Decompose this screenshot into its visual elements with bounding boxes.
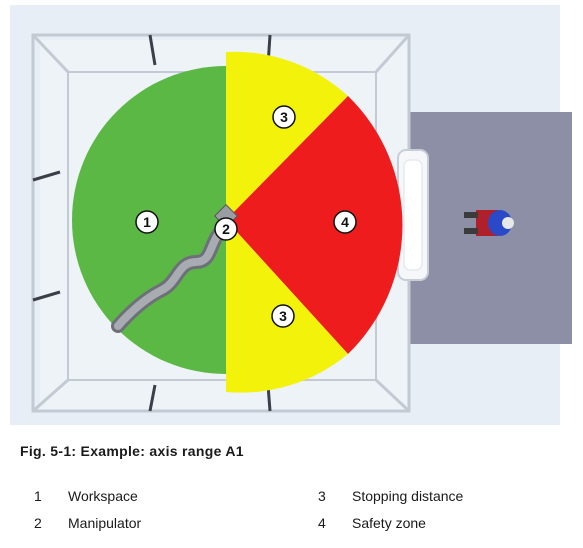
safety-zone-sector bbox=[226, 96, 403, 354]
marker-number: 1 bbox=[143, 214, 151, 230]
legend-number: 2 bbox=[34, 515, 42, 531]
legend-number: 3 bbox=[318, 488, 326, 504]
marker-stopping-top: 3 bbox=[272, 105, 296, 129]
figure-caption: Fig. 5-1: Example: axis range A1 bbox=[20, 443, 244, 459]
legend-label: Manipulator bbox=[68, 515, 142, 531]
legend-label: Safety zone bbox=[352, 515, 426, 531]
stopping-distance-top-sector bbox=[226, 51, 348, 220]
marker-number: 4 bbox=[341, 214, 349, 230]
marker-number: 3 bbox=[280, 109, 288, 125]
marker-safety: 4 bbox=[333, 210, 357, 234]
marker-workspace: 1 bbox=[135, 210, 159, 234]
legend-label: Stopping distance bbox=[352, 488, 464, 504]
legend-number: 1 bbox=[34, 488, 42, 504]
marker-number: 3 bbox=[279, 308, 287, 324]
marker-manipulator: 2 bbox=[214, 217, 238, 241]
marker-stopping-bottom: 3 bbox=[271, 304, 295, 328]
marker-number: 2 bbox=[222, 221, 230, 237]
operator-person bbox=[464, 210, 514, 236]
axis-range-figure: 1 2 3 4 3 bbox=[10, 5, 572, 425]
door-frame bbox=[397, 149, 429, 281]
legend-label: Workspace bbox=[68, 488, 138, 504]
legend-number: 4 bbox=[318, 515, 326, 531]
